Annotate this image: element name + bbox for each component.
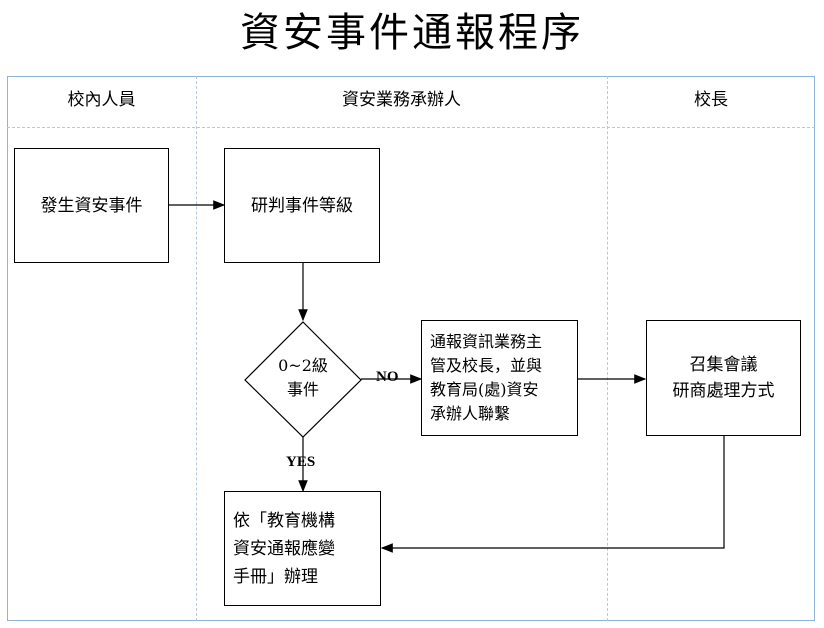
node-incident-occurs: 發生資安事件: [14, 148, 169, 263]
node-notify: 通報資訊業務主 管及校長，並與 教育局(處)資安 承辦人聯繫: [421, 320, 578, 436]
node-handle-line: 手冊」辦理: [233, 566, 318, 587]
node-notify-line: 管及校長，並與: [430, 356, 543, 375]
node-convene-line: 召集會議: [689, 355, 758, 375]
arrow-convene-to-handle: [380, 436, 725, 553]
node-judge-level-label: 研判事件等級: [251, 195, 353, 216]
lane-header-staff: 校內人員: [67, 90, 136, 110]
node-notify-line: 承辦人聯繫: [430, 404, 511, 423]
decision-label-line: 事件: [286, 380, 319, 399]
edge-label-no: NO: [376, 369, 399, 385]
lane-header-principal: 校長: [694, 90, 728, 110]
edge-label-yes: YES: [286, 454, 316, 470]
lane-divider: [607, 76, 608, 621]
swimlane-frame: [7, 76, 815, 621]
node-notify-line: 教育局(處)資安: [430, 380, 539, 399]
lane-divider: [196, 76, 197, 621]
node-notify-line: 通報資訊業務主: [430, 332, 543, 351]
decision-label: 0~2級 事件: [253, 354, 353, 402]
node-incident-occurs-label: 發生資安事件: [40, 195, 143, 216]
node-convene-line: 研商處理方式: [672, 381, 775, 401]
node-handle-manual: 依「教育機構 資安通報應變 手冊」辦理: [224, 491, 381, 606]
decision-label-line: 0~2級: [278, 356, 328, 375]
node-convene-meeting: 召集會議 研商處理方式: [646, 320, 801, 436]
node-handle-line: 資安通報應變: [233, 538, 335, 559]
node-judge-level: 研判事件等級: [224, 148, 380, 263]
page-title: 資安事件通報程序: [240, 10, 584, 56]
header-divider: [7, 127, 815, 128]
lane-header-officer: 資安業務承辦人: [342, 90, 461, 110]
node-handle-line: 依「教育機構: [233, 510, 335, 531]
